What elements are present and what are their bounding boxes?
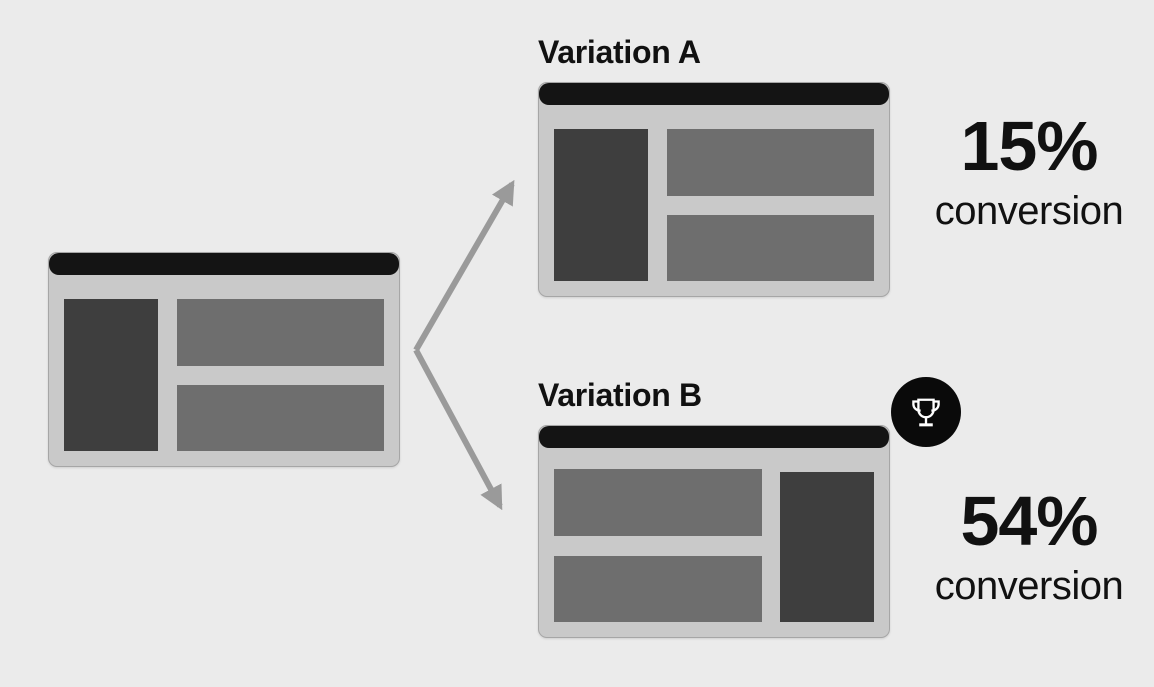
conversion-value: 54% xyxy=(960,482,1098,560)
variation-b-thumbnail xyxy=(538,425,890,638)
variation-a-label: Variation A xyxy=(538,34,701,70)
trophy-icon xyxy=(912,398,940,427)
sidebar-block xyxy=(780,472,874,622)
content-block-top xyxy=(177,299,384,366)
content-block-bottom xyxy=(554,556,762,622)
conversion-label: conversion xyxy=(934,564,1124,608)
variation-b-conversion: 54% conversion xyxy=(916,486,1142,606)
sidebar-block xyxy=(554,129,648,281)
browser-topbar xyxy=(539,426,889,448)
original-page-thumbnail xyxy=(48,252,400,467)
content-block-top xyxy=(667,129,874,196)
browser-topbar xyxy=(49,253,399,275)
browser-topbar xyxy=(539,83,889,105)
arrow-to-variation-a xyxy=(413,179,515,352)
conversion-label: conversion xyxy=(934,189,1124,233)
content-block-bottom xyxy=(667,215,874,281)
content-block-bottom xyxy=(177,385,384,451)
sidebar-block xyxy=(64,299,158,451)
content-block-top xyxy=(554,469,762,536)
variation-a-conversion: 15% conversion xyxy=(916,111,1142,231)
winner-badge xyxy=(891,377,961,447)
conversion-value: 15% xyxy=(960,107,1098,185)
variation-b-label: Variation B xyxy=(538,377,702,413)
arrow-to-variation-b xyxy=(413,348,503,511)
variation-a-thumbnail xyxy=(538,82,890,297)
